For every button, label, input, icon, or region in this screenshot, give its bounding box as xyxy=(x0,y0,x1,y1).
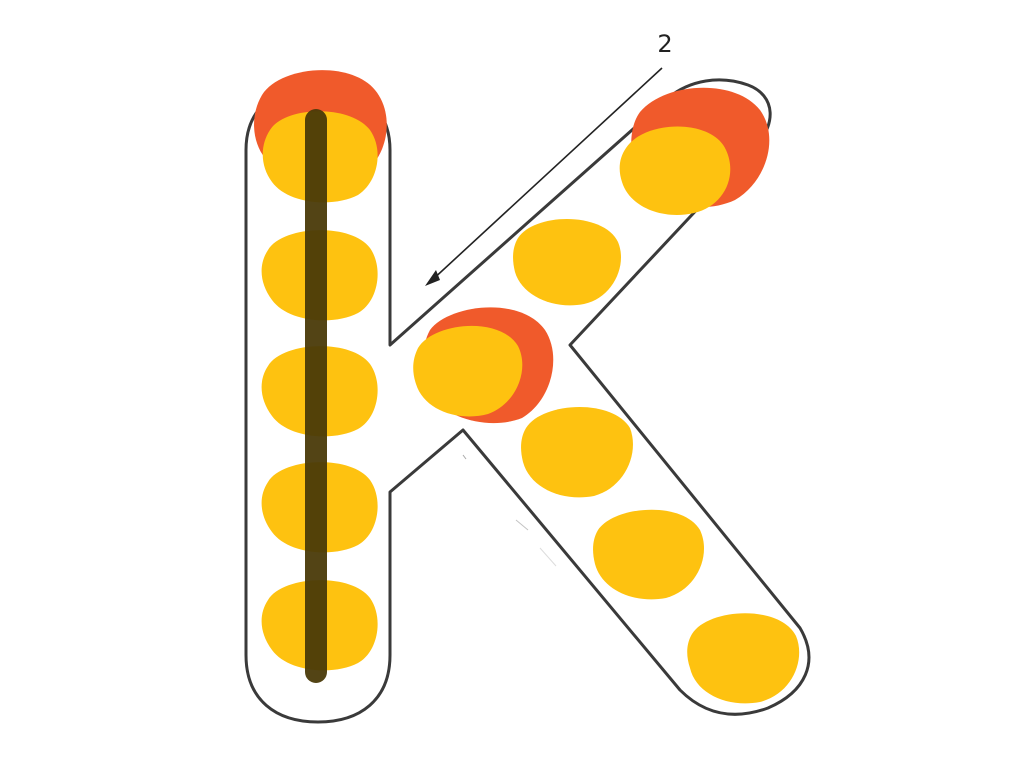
stroke-2-dot-2[interactable] xyxy=(513,218,621,306)
arrow-down-left-icon xyxy=(425,67,663,286)
stroke-1-dots xyxy=(254,70,387,671)
stroke-2-dot-3[interactable] xyxy=(413,325,523,417)
stroke-3-dot-3[interactable] xyxy=(687,613,800,704)
stroke-3-dot-2[interactable] xyxy=(593,509,705,600)
stroke-3-dot-1[interactable] xyxy=(521,406,633,498)
stroke-2-dot-1[interactable] xyxy=(619,126,731,215)
smudge-marks xyxy=(462,454,557,567)
stroke-number-label: 2 xyxy=(657,30,672,58)
stroke-3-dots xyxy=(521,406,800,704)
stroke-2-dots xyxy=(413,87,770,424)
